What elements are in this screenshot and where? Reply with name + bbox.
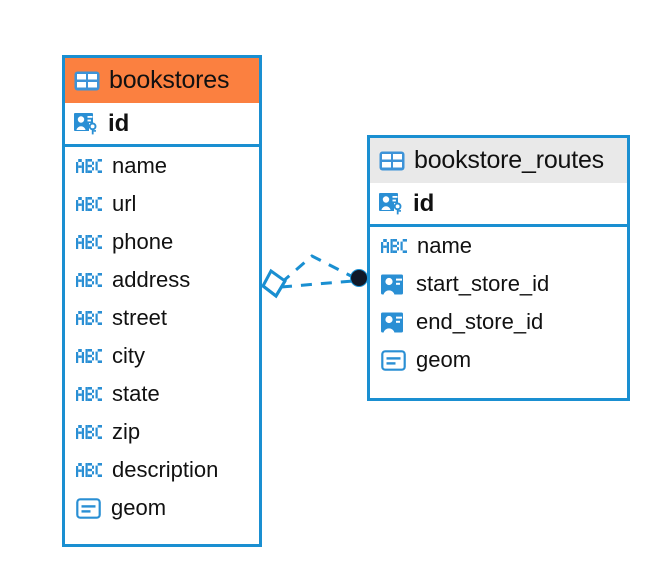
entity-header-bookstore-routes[interactable]: bookstore_routes — [370, 138, 627, 183]
column-row-state[interactable]: state — [65, 375, 259, 413]
column-label: id — [108, 109, 130, 137]
abc-text-icon — [76, 235, 102, 249]
column-label: start_store_id — [416, 271, 550, 296]
abc-text-icon — [76, 349, 102, 363]
geometry-blob-icon — [381, 349, 406, 371]
primary-key-icon — [74, 113, 99, 135]
relationship-line-upper — [280, 254, 354, 285]
column-row-street[interactable]: street — [65, 299, 259, 337]
column-label: city — [112, 343, 145, 368]
table-icon — [74, 71, 100, 90]
relationship-line-lower — [280, 279, 354, 289]
column-row-url[interactable]: url — [65, 185, 259, 223]
abc-text-icon — [76, 311, 102, 325]
abc-text-icon — [76, 425, 102, 439]
abc-text-icon — [381, 239, 407, 253]
column-row-start-store-id[interactable]: start_store_id — [370, 265, 627, 303]
column-row-description[interactable]: description — [65, 451, 259, 489]
column-label: geom — [111, 495, 167, 520]
column-label: state — [112, 381, 160, 406]
abc-text-icon — [76, 387, 102, 401]
table-icon — [379, 151, 405, 170]
column-label: description — [112, 457, 219, 482]
column-label: end_store_id — [416, 309, 544, 334]
abc-text-icon — [76, 197, 102, 211]
entity-bookstores[interactable]: bookstores id — [62, 55, 262, 547]
foreign-key-icon — [381, 274, 403, 294]
column-row-primary-key[interactable]: id — [370, 183, 627, 227]
entity-bookstore-routes[interactable]: bookstore_routes id — [367, 135, 630, 401]
abc-text-icon — [76, 463, 102, 477]
column-label: name — [417, 233, 473, 258]
abc-text-icon — [76, 273, 102, 287]
column-row-phone[interactable]: phone — [65, 223, 259, 261]
column-row-zip[interactable]: zip — [65, 413, 259, 451]
geometry-blob-icon — [76, 497, 101, 519]
column-label: address — [112, 267, 191, 292]
column-label: geom — [416, 347, 472, 372]
column-row-end-store-id[interactable]: end_store_id — [370, 303, 627, 341]
primary-key-icon — [379, 193, 404, 215]
column-row-geom[interactable]: geom — [65, 489, 259, 527]
column-row-address[interactable]: address — [65, 261, 259, 299]
column-row-name[interactable]: name — [65, 147, 259, 185]
column-row-city[interactable]: city — [65, 337, 259, 375]
entity-header-bookstores[interactable]: bookstores — [65, 58, 259, 103]
diamond-marker — [261, 268, 287, 299]
column-row-geom[interactable]: geom — [370, 341, 627, 379]
column-label: zip — [112, 419, 141, 444]
column-label: url — [112, 191, 137, 216]
entity-title: bookstore_routes — [414, 146, 604, 174]
entity-title: bookstores — [109, 66, 230, 94]
column-label: name — [112, 153, 168, 178]
column-label: phone — [112, 229, 174, 254]
column-label: street — [112, 305, 168, 330]
column-row-primary-key[interactable]: id — [65, 103, 259, 147]
column-label: id — [413, 189, 435, 217]
filled-circle-marker — [350, 269, 368, 287]
abc-text-icon — [76, 159, 102, 173]
column-row-name[interactable]: name — [370, 227, 627, 265]
foreign-key-icon — [381, 312, 403, 332]
